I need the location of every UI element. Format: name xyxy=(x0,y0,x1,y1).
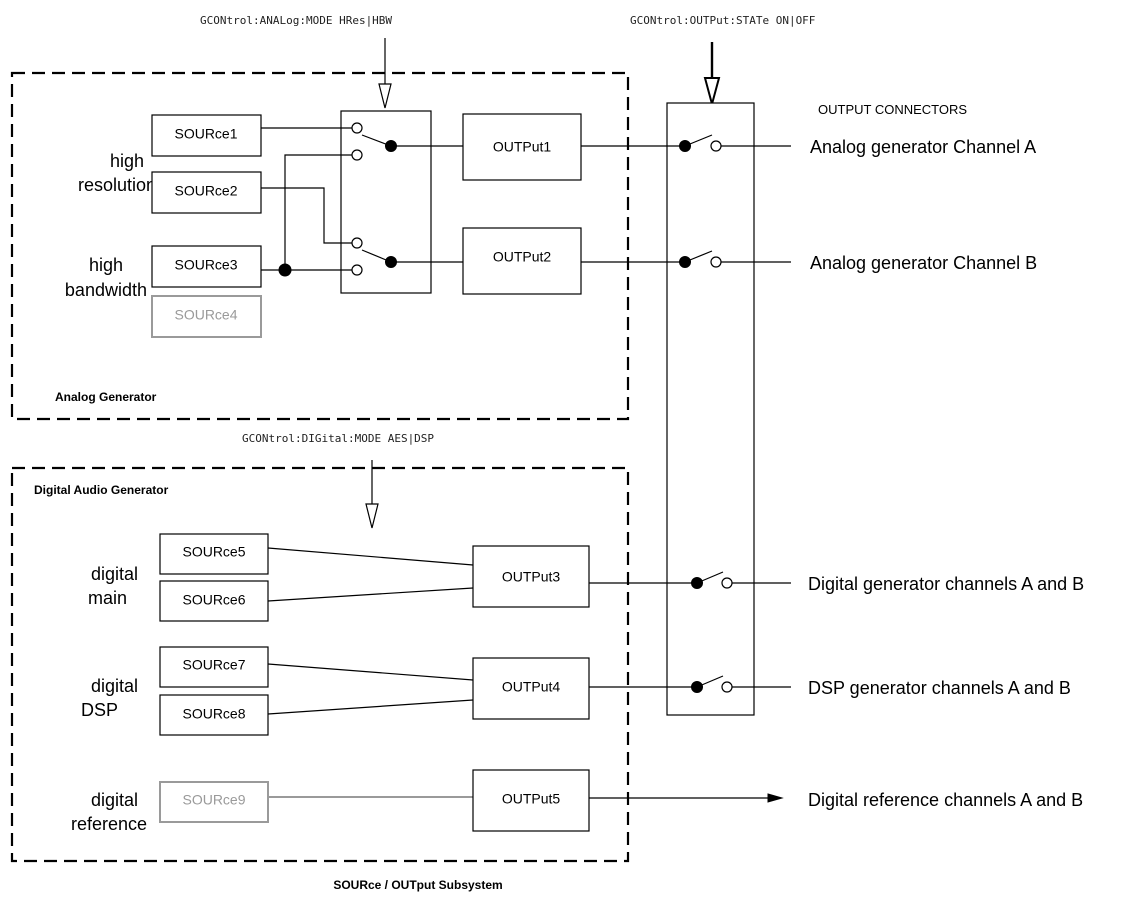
output5-box xyxy=(472,769,590,832)
source9-label: SOURce9 xyxy=(182,792,245,808)
output2-label: OUTPut2 xyxy=(493,249,552,265)
source8-box xyxy=(159,694,269,736)
source5-wire xyxy=(267,547,474,566)
source4-box xyxy=(151,295,262,338)
high-bandwidth-label-line2: bandwidth xyxy=(65,280,147,300)
source5-label: SOURce5 xyxy=(182,544,245,560)
source3-junction-dot xyxy=(278,263,292,277)
output-state-arrow-head xyxy=(703,77,721,108)
source1-label: SOURce1 xyxy=(174,126,237,142)
output3-box xyxy=(472,545,590,608)
connector-analog-b: Analog generator Channel B xyxy=(810,253,1037,273)
output2-box xyxy=(462,227,582,295)
switch2-contact-b xyxy=(351,264,363,276)
digital-generator-label: Digital Audio Generator xyxy=(34,483,169,497)
output3-label: OUTPut3 xyxy=(502,569,561,585)
digital-dsp-label-line1: digital xyxy=(91,676,138,696)
output1-label: OUTPut1 xyxy=(493,139,552,155)
source6-label: SOURce6 xyxy=(182,592,245,608)
analog-generator-frame xyxy=(10,71,630,421)
high-resolution-label-line2: resolution xyxy=(78,175,156,195)
output4-switch-contact xyxy=(721,681,733,693)
output1-box xyxy=(462,113,582,181)
output3-switch-lever xyxy=(696,571,724,584)
digital-main-label-line1: digital xyxy=(91,564,138,584)
source5-box xyxy=(159,533,269,575)
output-state-switch-box xyxy=(666,102,755,716)
digital-dsp-label-line2: DSP xyxy=(81,700,118,720)
output2-switch-lever xyxy=(684,250,713,263)
switch1-contact-b xyxy=(351,149,363,161)
switch1-contact-a xyxy=(351,122,363,134)
digital-reference-label-line2: reference xyxy=(71,814,147,834)
output4-label: OUTPut4 xyxy=(502,679,561,695)
source9-box xyxy=(159,781,269,823)
high-bandwidth-label-line1: high xyxy=(89,255,123,275)
analog-mode-arrow-head xyxy=(378,83,392,109)
source2-wire xyxy=(261,187,353,244)
high-resolution-label-line1: high xyxy=(110,151,144,171)
output1-switch-contact xyxy=(710,140,722,152)
source3-branch-wire xyxy=(284,154,353,270)
output4-switch-lever xyxy=(696,675,724,688)
source6-wire xyxy=(267,587,474,602)
connector-digital-ab: Digital generator channels A and B xyxy=(808,574,1084,594)
output1-switch-lever xyxy=(684,134,713,147)
source7-wire xyxy=(267,663,474,681)
digital-mode-command: GCONtrol:DIGital:MODE AES|DSP xyxy=(242,432,434,445)
connector-dsp-ab: DSP generator channels A and B xyxy=(808,678,1071,698)
output-connectors-label: OUTPUT CONNECTORS xyxy=(818,102,967,117)
output4-box xyxy=(472,657,590,720)
analog-mode-command: GCONtrol:ANALog:MODE HRes|HBW xyxy=(200,14,392,27)
digital-generator-frame xyxy=(10,466,630,863)
digital-mode-arrow-head xyxy=(365,503,379,529)
source1-box xyxy=(151,114,262,157)
output-state-command: GCONtrol:OUTPut:STATe ON|OFF xyxy=(630,14,815,27)
switch2-contact-a xyxy=(351,237,363,249)
source2-box xyxy=(151,171,262,214)
digital-reference-label-line1: digital xyxy=(91,790,138,810)
connector-digital-reference: Digital reference channels A and B xyxy=(808,790,1083,810)
source4-label: SOURce4 xyxy=(174,307,237,323)
output5-label: OUTPut5 xyxy=(502,791,561,807)
output3-switch-contact xyxy=(721,577,733,589)
source6-box xyxy=(159,580,269,622)
source3-box xyxy=(151,245,262,288)
analog-generator-label: Analog Generator xyxy=(55,390,157,404)
source7-label: SOURce7 xyxy=(182,657,245,673)
output5-arrow-head xyxy=(767,793,784,803)
source7-box xyxy=(159,646,269,688)
source8-label: SOURce8 xyxy=(182,706,245,722)
output2-switch-contact xyxy=(710,256,722,268)
source8-wire xyxy=(267,699,474,715)
source3-label: SOURce3 xyxy=(174,257,237,273)
digital-main-label-line2: main xyxy=(88,588,127,608)
connector-analog-a: Analog generator Channel A xyxy=(810,137,1036,157)
source2-label: SOURce2 xyxy=(174,183,237,199)
diagram-caption: SOURce / OUTput Subsystem xyxy=(333,878,502,892)
